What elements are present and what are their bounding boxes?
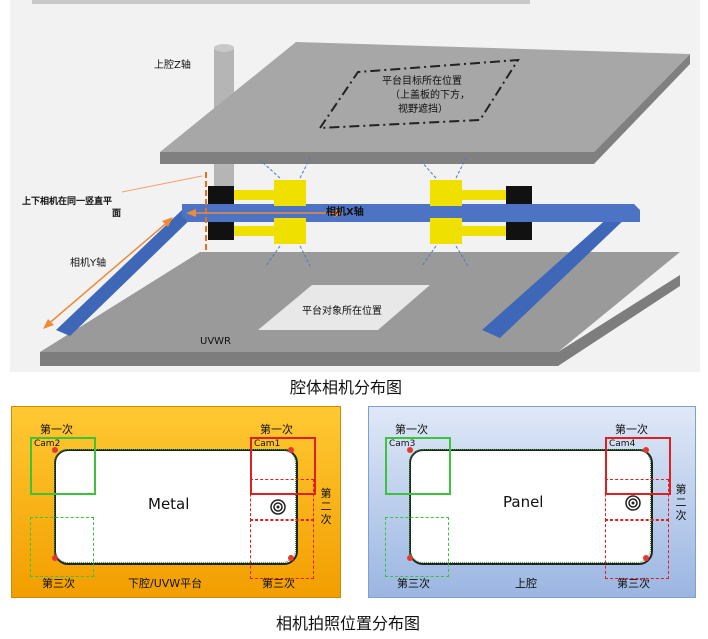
cam1-first-box xyxy=(250,437,316,495)
upper-plate-edge xyxy=(160,54,690,164)
cam1-second-box xyxy=(250,479,314,521)
first-right-label: 第一次 xyxy=(615,423,648,436)
cam4-third-box xyxy=(605,519,669,579)
marker-dot xyxy=(52,447,58,453)
target-icon xyxy=(270,499,286,515)
x-axis-label: 相机X轴 xyxy=(326,207,364,218)
second-side-label: 第二次 xyxy=(675,483,687,522)
z-axis-label: 上腔Z轴 xyxy=(154,60,191,71)
first-left-label: 第一次 xyxy=(395,423,428,436)
y-axis-rail-right xyxy=(482,216,628,338)
third-right-label: 第三次 xyxy=(617,577,650,590)
cam3-first-box xyxy=(385,437,451,495)
target-box-line-2: （上盖板的下方， xyxy=(390,90,470,101)
third-left-label: 第三次 xyxy=(42,577,75,590)
first-right-label: 第一次 xyxy=(260,423,293,436)
cam2-first-box xyxy=(30,437,96,495)
upper-chamber-label: 上腔 xyxy=(515,577,537,590)
target-box-line-1: 平台目标所在位置 xyxy=(382,76,462,87)
upper-plate xyxy=(160,42,690,152)
marker-dot xyxy=(52,555,58,561)
target-dashed-box xyxy=(318,58,520,130)
top-divider xyxy=(32,0,530,4)
cam4-second-box xyxy=(605,479,669,521)
x-axis-rail xyxy=(182,204,640,222)
camera-group-right xyxy=(430,180,508,244)
panel-label: Panel xyxy=(503,493,544,511)
cam1-label: Cam1 xyxy=(254,439,281,449)
first-left-label: 第一次 xyxy=(40,423,73,436)
cam2-third-box xyxy=(30,517,94,577)
marker-dot xyxy=(407,447,413,453)
chamber-diagram: 上腔Z轴 平台目标所在位置 （上盖板的下方， 视野遮挡） 上下相机在同一竖直平 … xyxy=(10,0,700,372)
target-box-line-3: 视野遮挡） xyxy=(398,104,448,115)
y-axis-rail-left xyxy=(56,210,200,336)
cam3-label: Cam3 xyxy=(389,439,416,449)
marker-dot xyxy=(288,555,294,561)
chamber-illustration xyxy=(32,0,690,366)
uvwr-label: UVWR xyxy=(200,336,231,347)
object-position-area xyxy=(258,285,430,330)
same-plane-label-line-2: 面 xyxy=(112,209,122,219)
object-position-label: 平台对象所在位置 xyxy=(302,306,382,317)
target-icon xyxy=(625,495,641,511)
lower-plate-edge xyxy=(40,275,680,366)
cam4-first-box xyxy=(605,437,671,495)
cam3-third-box xyxy=(385,517,449,577)
marker-dot xyxy=(643,447,649,453)
cam1-third-box xyxy=(250,519,314,579)
chamber-caption: 腔体相机分布图 xyxy=(290,378,403,397)
marker-dot xyxy=(288,447,294,453)
metal-label: Metal xyxy=(148,495,190,513)
y-axis-label: 相机Y轴 xyxy=(70,258,107,269)
camera-position-caption: 相机拍照位置分布图 xyxy=(276,614,421,633)
camera-group-left xyxy=(232,180,306,244)
panel-panel: Panel 第一次 第一次 第三次 第三次 上腔 第二次 Cam3 Cam4 xyxy=(368,406,696,598)
third-left-label: 第三次 xyxy=(397,577,430,590)
marker-dot xyxy=(407,555,413,561)
cam4-label: Cam4 xyxy=(609,439,636,449)
same-plane-label-line-1: 上下相机在同一竖直平 xyxy=(22,197,113,207)
second-side-label: 第二次 xyxy=(320,487,332,526)
y-axis-arrow xyxy=(45,219,171,327)
marker-dot xyxy=(643,555,649,561)
metal-panel: Metal 第一次 第一次 第三次 第三次 下腔/UVW平台 第二次 Cam2 … xyxy=(11,406,341,598)
third-right-label: 第三次 xyxy=(262,577,295,590)
cam2-label: Cam2 xyxy=(34,439,61,449)
platform-label: 下腔/UVW平台 xyxy=(128,577,203,590)
